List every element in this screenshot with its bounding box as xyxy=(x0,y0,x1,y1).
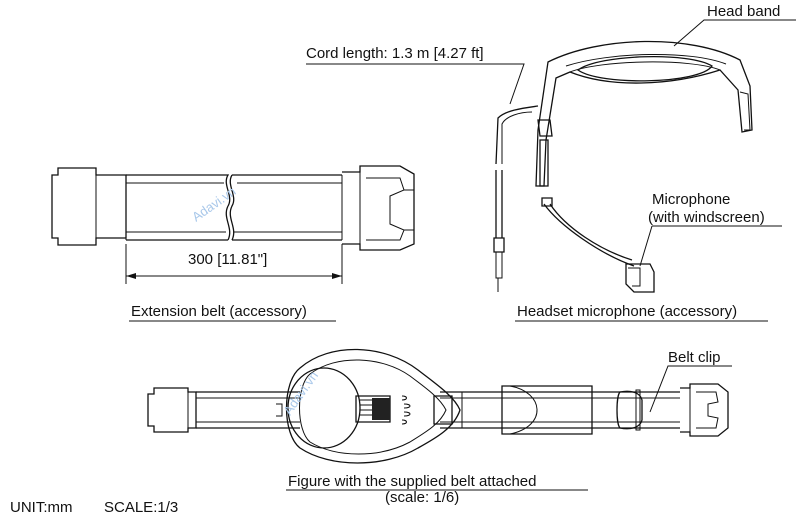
microphone-label-2: (with windscreen) xyxy=(648,209,765,226)
belt-clip-leader xyxy=(649,365,732,413)
extension-belt xyxy=(51,165,415,251)
dimension-line xyxy=(125,244,343,284)
headset-caption: Headset microphone (accessory) xyxy=(517,303,737,320)
watermark: Adavi.vn xyxy=(280,368,321,417)
headset-microphone xyxy=(493,40,753,293)
microphone-label: Microphone xyxy=(652,191,730,208)
belt-assembly xyxy=(147,348,729,464)
figure-caption: Figure with the supplied belt attached xyxy=(288,473,537,490)
figure-scale: (scale: 1/6) xyxy=(385,489,459,506)
cord-length-label: Cord length: 1.3 m [4.27 ft] xyxy=(306,45,484,62)
scale-label: SCALE:1/3 xyxy=(104,499,178,516)
microphone-leader xyxy=(639,225,782,267)
dimension-label: 300 [11.81"] xyxy=(188,251,267,268)
head-band-leader xyxy=(673,19,796,47)
unit-label: UNIT:mm xyxy=(10,499,73,516)
belt-clip-label: Belt clip xyxy=(668,349,721,366)
cord-length-leader xyxy=(306,63,525,105)
head-band-label: Head band xyxy=(707,3,780,20)
extension-belt-caption: Extension belt (accessory) xyxy=(131,303,307,320)
